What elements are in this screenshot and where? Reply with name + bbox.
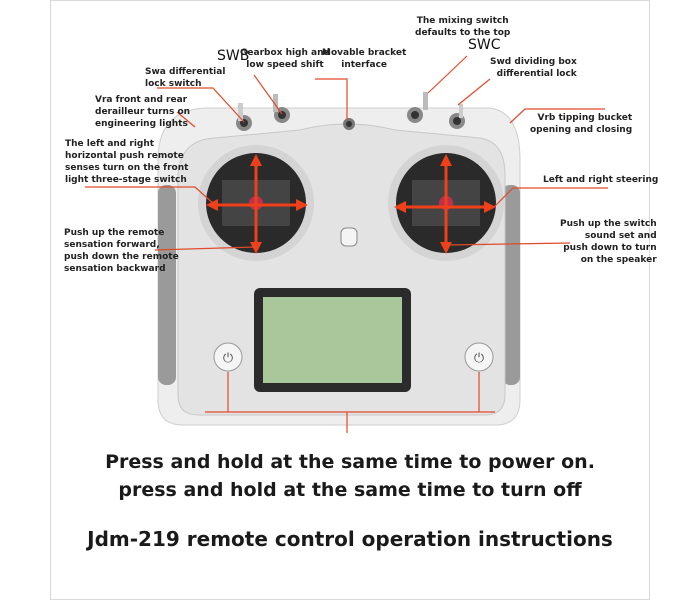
label-vrb: Vrb tipping bucket opening and closing xyxy=(530,113,633,135)
instructions-title: Jdm-219 remote control operation instruc… xyxy=(87,527,613,551)
right-grip xyxy=(502,185,520,385)
label-gearbox: Gearbox high and low speed shift xyxy=(240,48,330,70)
center-knob xyxy=(340,227,358,247)
instruction-power-off: press and hold at the same time to turn … xyxy=(118,479,582,501)
left-stick-arrows xyxy=(206,154,308,254)
label-vra: Vra front and rear derailleur turns on e… xyxy=(95,95,191,129)
label-steering: Left and right steering xyxy=(543,175,659,185)
left-grip xyxy=(158,185,176,385)
switch-swa xyxy=(236,103,252,131)
right-stick-arrows xyxy=(394,154,496,254)
switch-swc xyxy=(407,92,428,123)
instruction-power-on: Press and hold at the same time to power… xyxy=(105,451,595,473)
label-left-horizontal: The left and right horizontal push remot… xyxy=(65,139,189,185)
switch-swb xyxy=(273,94,290,123)
svg-text:⏻: ⏻ xyxy=(223,351,233,366)
label-mixing-switch: The mixing switch defaults to the top xyxy=(415,16,511,38)
label-left-vertical: Push up the remote sensation forward, pu… xyxy=(64,228,179,274)
label-right-vertical: Push up the switch sound set and push do… xyxy=(560,219,657,265)
right-power-button: ⏻ xyxy=(464,342,494,372)
bracket-interface xyxy=(343,118,355,130)
switch-swd xyxy=(449,104,465,129)
left-power-button: ⏻ xyxy=(213,342,243,372)
label-bracket: Movable bracket interface xyxy=(322,48,407,70)
svg-text:⏻: ⏻ xyxy=(474,351,484,366)
label-swd: Swd dividing box differential lock xyxy=(490,57,577,79)
label-swb: SWB xyxy=(217,48,250,64)
lcd-screen xyxy=(263,297,402,383)
leader-lines xyxy=(85,55,608,433)
label-swc: SWC xyxy=(468,37,501,53)
label-swa: Swa differential lock switch xyxy=(145,67,226,89)
